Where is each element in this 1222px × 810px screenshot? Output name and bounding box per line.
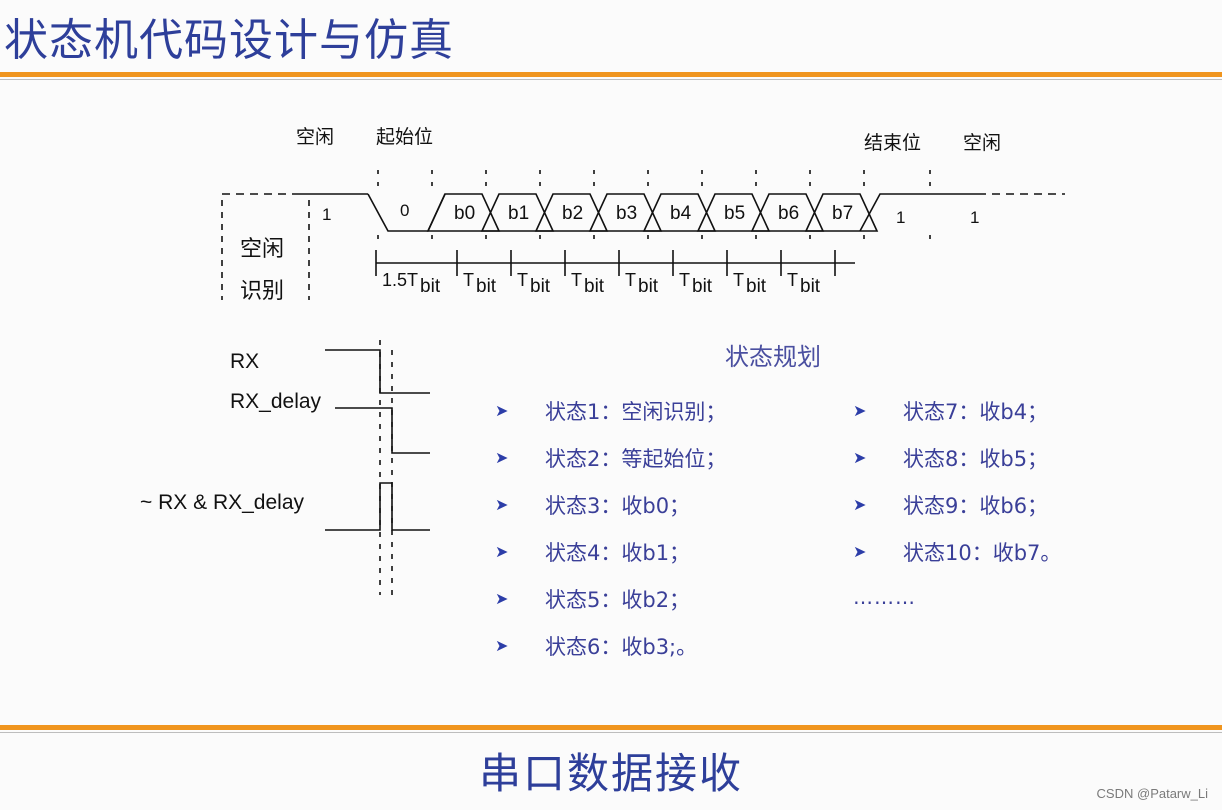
state-item: ➤ 状态1：空闲识别；	[495, 387, 726, 434]
page-title: 状态机代码设计与仿真	[4, 15, 454, 66]
bit-cell-b7	[804, 193, 879, 232]
header-divider	[0, 72, 1222, 77]
state-item: ➤ 状态7：收b4；	[853, 387, 1061, 434]
label-start-bit: 起始位	[376, 126, 433, 148]
bit-cell-b3	[588, 193, 663, 232]
bit-cell-b0	[426, 193, 501, 232]
uart-timing-diagram: 空闲 起始位 结束位 空闲 1 0 1 1 b0 b1 b2 b3 b4 b5 b6 b7 1…	[140, 126, 1065, 595]
state-text: 状态6：收b3;。	[545, 634, 698, 659]
label-idle-left: 空闲	[296, 126, 334, 148]
label-stop-bit: 结束位	[864, 132, 921, 154]
state-text: 状态3：收b0；	[545, 493, 691, 518]
level-start: 0	[400, 201, 409, 220]
signal-rx-delay-label: RX_delay	[230, 390, 322, 413]
signal-combo-label: ~ RX & RX_delay	[140, 491, 305, 514]
arrow-bullet-icon: ➤	[853, 542, 867, 561]
arrow-bullet-icon: ➤	[853, 401, 867, 420]
state-plan-title: 状态规划	[725, 343, 821, 371]
bit-cell-b6	[750, 193, 825, 232]
state-item: ➤ 状态10：收b7。	[853, 528, 1061, 575]
ellipsis: ………	[853, 585, 916, 609]
state-text: 状态5：收b2；	[545, 587, 691, 612]
level-idle: 1	[322, 205, 331, 224]
state-item: ➤ 状态3：收b0；	[495, 481, 726, 528]
watermark: CSDN @Patarw_Li	[1096, 786, 1208, 801]
state-text: 状态8：收b5；	[903, 446, 1049, 471]
arrow-bullet-icon: ➤	[853, 495, 867, 514]
state-text: 状态1：空闲识别；	[545, 399, 727, 424]
bit-label: b5	[724, 203, 745, 224]
bit-cell-b4	[642, 193, 717, 232]
state-item: ➤ 状态6：收b3;。	[495, 622, 726, 669]
state-text: 状态2：等起始位；	[545, 446, 727, 471]
bit-label: b6	[778, 203, 799, 224]
state-list-left: ➤ 状态1：空闲识别； ➤ 状态2：等起始位； ➤ 状态3：收b0； ➤ 状态4：收b1； ➤ 状…	[495, 387, 726, 669]
bit-cell-b2	[534, 193, 609, 232]
bit-label: b4	[670, 203, 692, 224]
state-list-right: ➤ 状态7：收b4； ➤ 状态8：收b5； ➤ 状态9：收b6； ➤ 状态10：收b7。	[853, 387, 1061, 575]
footer-title: 串口数据接收	[478, 749, 743, 798]
bit-label: b2	[562, 203, 583, 224]
arrow-bullet-icon: ➤	[495, 495, 509, 514]
arrow-bullet-icon: ➤	[853, 448, 867, 467]
footer-divider	[0, 725, 1222, 730]
state-item: ➤ 状态8：收b5；	[853, 434, 1061, 481]
label-idle-right: 空闲	[963, 132, 1001, 154]
arrow-bullet-icon: ➤	[495, 589, 509, 608]
idle-detect-line1: 空闲	[240, 236, 284, 261]
arrow-bullet-icon: ➤	[495, 542, 509, 561]
arrow-bullet-icon: ➤	[495, 636, 509, 655]
bit-cell-b5	[696, 193, 771, 232]
state-text: 状态10：收b7。	[903, 540, 1062, 565]
state-text: 状态7：收b4；	[903, 399, 1049, 424]
bit-label: b7	[832, 203, 853, 224]
bit-label: b3	[616, 203, 637, 224]
footer-thin-line	[0, 732, 1222, 733]
header-thin-line	[0, 79, 1222, 80]
state-item: ➤ 状态5：收b2；	[495, 575, 726, 622]
state-text: 状态4：收b1；	[545, 540, 691, 565]
level-idle-2: 1	[970, 208, 979, 227]
state-item: ➤ 状态9：收b6；	[853, 481, 1061, 528]
state-item: ➤ 状态2：等起始位；	[495, 434, 726, 481]
signal-rx-label: RX	[230, 350, 259, 373]
idle-detect-line2: 识别	[240, 278, 284, 303]
bit-label: b1	[508, 203, 529, 224]
arrow-bullet-icon: ➤	[495, 448, 509, 467]
bit-label: b0	[454, 203, 475, 224]
bit-cell-b1	[480, 193, 555, 232]
state-item: ➤ 状态4：收b1；	[495, 528, 726, 575]
state-text: 状态9：收b6；	[903, 493, 1049, 518]
level-stop: 1	[896, 208, 905, 227]
arrow-bullet-icon: ➤	[495, 401, 509, 420]
